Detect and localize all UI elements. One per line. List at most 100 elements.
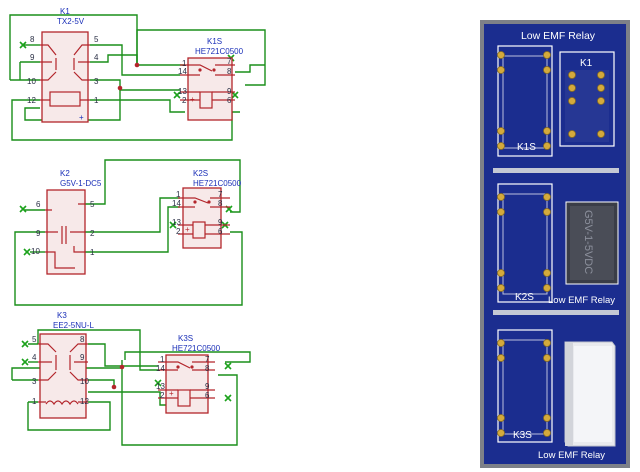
k2s-pin-2: 2 — [176, 227, 181, 236]
no-connect-mark — [21, 358, 29, 366]
no-connect-mark — [231, 91, 239, 99]
k3-pin-9: 9 — [80, 353, 85, 362]
k3s-designator: K3S — [178, 334, 193, 343]
reed-relay-symbol-k2s[interactable]: K2S HE721C0500 1 14 13 2 7 8 9 6 + — [172, 169, 242, 249]
k3-pin-4: 4 — [32, 353, 37, 362]
k3-pin-12: 12 — [80, 397, 89, 406]
svg-text:+: + — [169, 389, 174, 398]
k1-pin-8: 8 — [30, 35, 35, 44]
k1s-pin-14: 14 — [178, 67, 187, 76]
k3s-pin-6: 6 — [205, 391, 210, 400]
no-connect-mark — [154, 379, 162, 387]
no-connect-mark — [224, 394, 232, 402]
k1s-silkscreen-label: K1S — [517, 142, 536, 153]
schematic-block-k2: K2 G5V-1-DC5 6 9 10 5 2 1 K2S HE721C0500… — [14, 159, 243, 306]
k3s-pin-9: 9 — [205, 382, 210, 391]
k3s-part-number: HE721C0500 — [172, 344, 221, 353]
k3-pin-1: 1 — [32, 397, 37, 406]
junction-dot — [117, 85, 123, 91]
svg-text:+: + — [79, 113, 84, 122]
k2s-pin-13: 13 — [172, 218, 181, 227]
k2s-footprint[interactable]: K2S — [497, 183, 553, 303]
k3-part-number: EE2-5NU-L — [53, 321, 94, 330]
k3s-silkscreen-label: K3S — [513, 430, 532, 441]
k3s-pin-1: 1 — [160, 355, 165, 364]
k1s-part-number: HE721C0500 — [195, 47, 244, 56]
k1-part-number: TX2-5V — [57, 17, 85, 26]
k1-pin-3: 3 — [94, 77, 99, 86]
no-connect-mark — [19, 205, 27, 213]
pcb-label-bottom: Low EMF Relay — [538, 450, 605, 461]
k2-pin-1: 1 — [90, 248, 95, 257]
k2-part-number: G5V-1-DC5 — [60, 179, 102, 188]
k2s-part-number: HE721C0500 — [193, 179, 242, 188]
k1s-pin-6: 6 — [227, 96, 232, 105]
k3-relay-body[interactable] — [564, 341, 616, 447]
no-connect-mark — [21, 340, 29, 348]
k3s-pin-13: 13 — [156, 382, 165, 391]
junction-dot — [119, 364, 125, 370]
k2s-pin-6: 6 — [218, 227, 223, 236]
svg-text:+: + — [190, 95, 195, 104]
k1s-pin-1: 1 — [182, 59, 187, 68]
k1s-pin-2: 2 — [182, 96, 187, 105]
k3-pin-10: 10 — [80, 377, 89, 386]
pcb-board-title: Low EMF Relay — [521, 30, 596, 42]
reed-relay-symbol-k1s[interactable]: K1S HE721C0500 1 14 13 2 7 8 9 6 + — [178, 37, 244, 121]
k2s-pin-9: 9 — [218, 218, 223, 227]
k1s-pin-7: 7 — [227, 57, 232, 66]
k3-pin-8: 8 — [80, 335, 85, 344]
junction-dot — [134, 62, 140, 68]
no-connect-mark — [173, 91, 181, 99]
k3-designator: K3 — [57, 311, 67, 320]
k2-relay-body-text: G5V-1-5VDC — [582, 210, 594, 274]
no-connect-mark — [224, 362, 232, 370]
k2s-pin-14: 14 — [172, 199, 181, 208]
no-connect-mark — [169, 221, 177, 229]
schematic-block-k3: K3 EE2-5NU-L 5 4 3 1 8 9 10 12 K3S HE721… — [11, 311, 251, 446]
pcb-label-middle: Low EMF Relay — [548, 295, 615, 306]
k1-designator: K1 — [60, 7, 70, 16]
k2-pin-2: 2 — [90, 229, 95, 238]
k2-pin-9: 9 — [36, 229, 41, 238]
k2s-pin-7: 7 — [218, 190, 223, 199]
k2s-pin-8: 8 — [218, 199, 223, 208]
k2-designator: K2 — [60, 169, 70, 178]
relay-symbol-k1[interactable]: K1 TX2-5V 8 9 10 12 5 4 3 1 + — [27, 7, 99, 123]
k3s-pin-7: 7 — [205, 355, 210, 364]
pcb-divider — [493, 168, 619, 173]
k2-pin-10: 10 — [31, 247, 40, 256]
junction-dot — [111, 384, 117, 390]
k1-pin-9: 9 — [30, 53, 35, 62]
relay-symbol-k3[interactable]: K3 EE2-5NU-L 5 4 3 1 8 9 10 12 — [32, 311, 94, 419]
k2s-silkscreen-label: K2S — [515, 292, 534, 303]
k1s-pin-9: 9 — [227, 87, 232, 96]
k1s-designator: K1S — [207, 37, 222, 46]
k1-footprint[interactable]: K1 — [559, 51, 615, 147]
relay-symbol-k2[interactable]: K2 G5V-1-DC5 6 9 10 5 2 1 — [31, 169, 102, 275]
k3-pin-3: 3 — [32, 377, 37, 386]
k1-silkscreen-label: K1 — [580, 58, 593, 69]
pcb-board-view[interactable]: Low EMF Relay K1S K1 — [480, 20, 630, 468]
k1s-pin-8: 8 — [227, 67, 232, 76]
reed-relay-symbol-k3s[interactable]: K3S HE721C0500 1 14 13 2 7 8 9 6 + — [156, 334, 221, 414]
k3s-footprint[interactable]: K3S — [497, 329, 553, 443]
k2-pin-5: 5 — [90, 200, 95, 209]
k3-pin-5: 5 — [32, 335, 37, 344]
k3s-pin-14: 14 — [156, 364, 165, 373]
k1-pin-12: 12 — [27, 96, 36, 105]
k1s-footprint[interactable]: K1S — [497, 45, 553, 157]
k1-pin-4: 4 — [94, 53, 99, 62]
k1s-pin-13: 13 — [178, 87, 187, 96]
no-connect-mark — [19, 41, 27, 49]
schematic-block-k1: K1 TX2-5V 8 9 10 12 5 4 3 1 + K1S HE721C… — [9, 7, 266, 141]
k1-pin-10: 10 — [27, 77, 36, 86]
k2s-designator: K2S — [193, 169, 208, 178]
k2s-pin-1: 1 — [176, 190, 181, 199]
no-connect-mark — [23, 248, 31, 256]
k2-pin-6: 6 — [36, 200, 41, 209]
k1-pin-5: 5 — [94, 35, 99, 44]
k2-relay-body[interactable]: G5V-1-5VDC — [565, 201, 619, 285]
svg-text:+: + — [185, 225, 190, 234]
